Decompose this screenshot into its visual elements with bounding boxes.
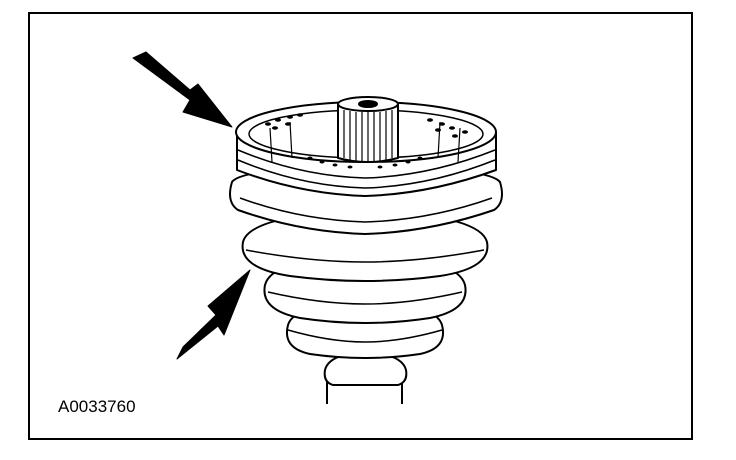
- boot-bellows: [229, 164, 503, 386]
- arrow-to-housing-clamp: [132, 51, 233, 128]
- joint-housing: [235, 101, 497, 197]
- rim-holes: [265, 113, 468, 169]
- splined-hub: [337, 96, 399, 163]
- callout-arrows: [132, 51, 251, 360]
- arrow-to-boot-convolution: [176, 269, 251, 360]
- figure-id-label: A0033760: [58, 397, 136, 416]
